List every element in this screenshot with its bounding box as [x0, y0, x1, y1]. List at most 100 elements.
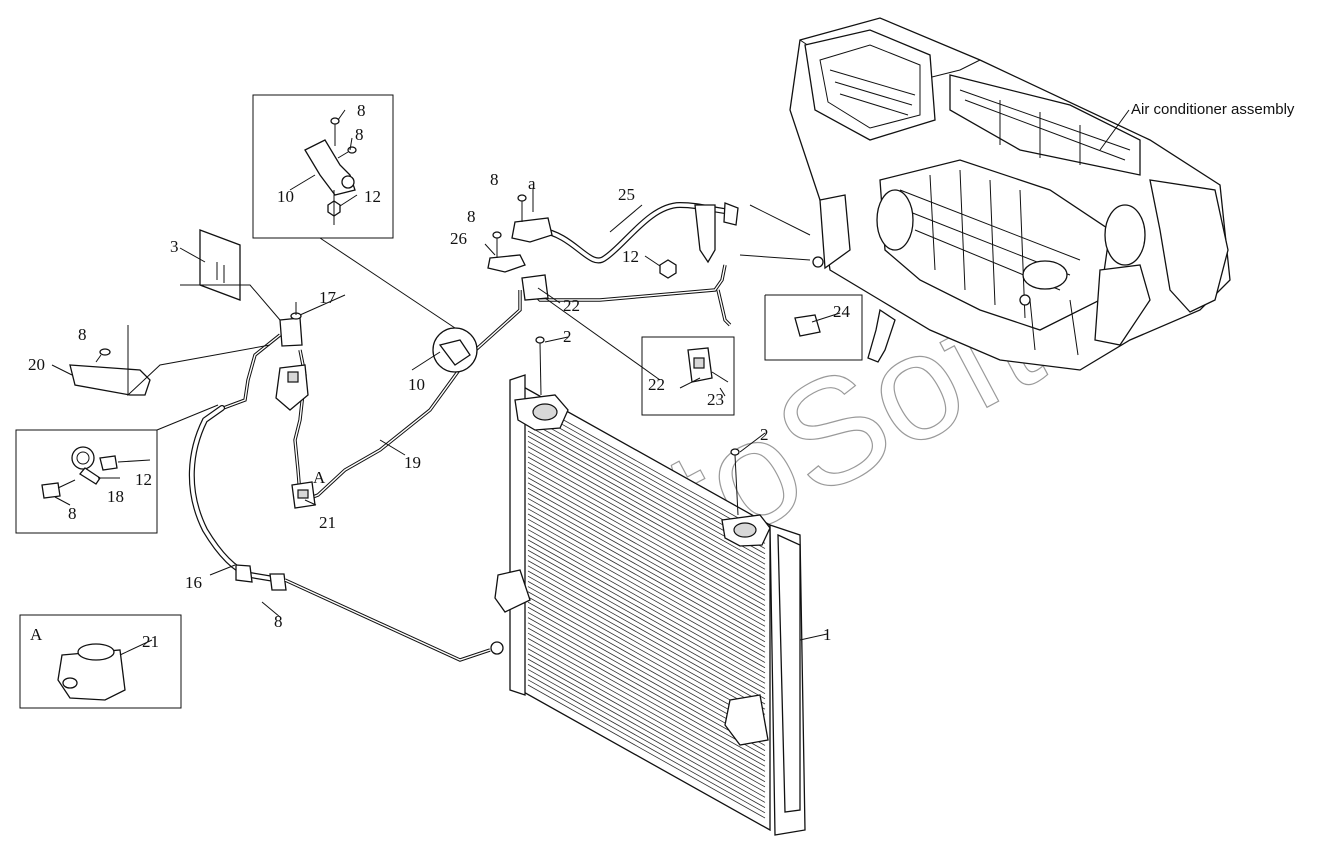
- callout-8-top1: 8: [357, 101, 366, 120]
- callout-8-top2: 8: [355, 125, 364, 144]
- callout-12-top: 12: [364, 187, 381, 206]
- callout-1: 1: [823, 625, 832, 644]
- condenser-fin-line: [527, 487, 766, 622]
- condenser-fin-line: [527, 591, 766, 726]
- condenser-fin-line: [527, 669, 766, 803]
- condenser-fin-line: [527, 560, 766, 694]
- marker-a: a: [528, 174, 536, 193]
- clip-22: [521, 274, 549, 301]
- condenser-fin-line: [527, 498, 766, 632]
- condenser-fin-line: [527, 643, 766, 777]
- callout-12-mid: 12: [622, 247, 639, 266]
- condenser-fin-line: [527, 570, 766, 705]
- callout-12-inset: 12: [135, 470, 152, 489]
- bolt-8-inset-right: [337, 146, 357, 159]
- callout-21-inset: 21: [142, 632, 159, 651]
- discharge-hose-16: [188, 405, 283, 583]
- pad-3: [199, 229, 241, 301]
- callout-22-a: 22: [563, 296, 580, 315]
- callout-8-left: 8: [78, 325, 87, 344]
- callout-8-b: 8: [467, 207, 476, 226]
- marker-A: A: [313, 468, 326, 487]
- liquid-pipe-upper: [523, 264, 727, 302]
- bolt-8-a: [517, 194, 527, 222]
- condenser-fin-line: [527, 549, 766, 684]
- condenser-fin-line: [527, 648, 766, 783]
- inset-clip-A-detail: [19, 614, 182, 709]
- bolt-8-b: [492, 231, 502, 258]
- bracket-26: [487, 254, 526, 273]
- callout-25: 25: [618, 185, 635, 204]
- condenser-fin-line: [527, 461, 766, 596]
- condenser-fin-line: [527, 430, 766, 565]
- assembly-label: Air conditioner assembly: [1131, 101, 1295, 118]
- callout-8-inset: 8: [68, 504, 77, 523]
- condenser-fin-line: [527, 529, 766, 663]
- condenser-fin-line: [527, 581, 766, 715]
- callout-21: 21: [319, 513, 336, 532]
- condenser-fin-line: [527, 575, 766, 710]
- inset-clip-22-detail: [641, 336, 735, 416]
- condenser-fin-line: [527, 596, 766, 731]
- inset-leader-left: [156, 404, 219, 431]
- assembly-leader: [1099, 109, 1130, 151]
- callout-26: 26: [450, 229, 467, 248]
- condenser-fin-line: [527, 441, 766, 575]
- drain-hose: [867, 308, 896, 363]
- condenser-fin-line: [527, 456, 766, 591]
- leader-lines: [51, 109, 841, 656]
- callout-23: 23: [707, 390, 724, 409]
- condenser-fin-line: [527, 467, 766, 601]
- callout-18: 18: [107, 487, 124, 506]
- bolt-8-inset-top: [330, 117, 340, 146]
- nut-12-mid: [659, 259, 677, 279]
- callout-16: 16: [185, 573, 202, 592]
- condenser-fin-line: [527, 627, 766, 762]
- condenser-fin-line: [527, 513, 766, 648]
- condenser-fin-line: [527, 606, 766, 741]
- connector-25: [694, 204, 716, 264]
- condenser-fin-line: [527, 508, 766, 643]
- callout-20: 20: [28, 355, 45, 374]
- callout-24: 24: [833, 302, 851, 321]
- pressure-switch-17: [275, 302, 309, 411]
- marker-A-inset: A: [30, 625, 43, 644]
- condenser-fin-line: [527, 404, 766, 539]
- condenser-fin-line: [527, 492, 766, 627]
- callout-8-bottom: 8: [274, 612, 283, 631]
- condenser-fin-line: [527, 399, 766, 534]
- condenser-fin-line: [527, 679, 766, 814]
- callout-19: 19: [404, 453, 421, 472]
- bracket-a: [511, 217, 553, 243]
- condenser-fin-line: [527, 632, 766, 767]
- condenser-fin-line: [527, 477, 766, 612]
- condenser-fin-line: [527, 472, 766, 606]
- condenser-fin-line: [527, 565, 766, 700]
- condenser-fin-line: [527, 524, 766, 658]
- condenser-fin-line: [527, 482, 766, 617]
- condenser-fin-line: [527, 534, 766, 669]
- condenser-fin-line: [527, 674, 766, 808]
- bolt-8-left: [95, 348, 111, 363]
- condenser-fin-line: [527, 446, 766, 580]
- inset-leader-top: [319, 237, 456, 329]
- condenser: [490, 374, 806, 836]
- condenser-fin-line: [527, 518, 766, 653]
- condenser-fin-line: [527, 658, 766, 793]
- condenser-fin-line: [527, 663, 766, 798]
- air-conditioner-assembly: [789, 17, 1231, 371]
- condenser-fin-line: [527, 622, 766, 757]
- condenser-fin-line: [527, 617, 766, 751]
- condenser-fin-line: [527, 601, 766, 736]
- condenser-fin-line: [527, 435, 766, 570]
- inset-bolt-detail: [15, 429, 158, 534]
- condenser-fin-line: [527, 653, 766, 788]
- condenser-fin-line: [527, 451, 766, 586]
- callout-2-right: 2: [760, 425, 769, 444]
- callout-8-a: 8: [490, 170, 499, 189]
- condenser-fin-line: [527, 544, 766, 679]
- pressure-pipe: [217, 333, 307, 496]
- callout-2-upper: 2: [563, 327, 572, 346]
- bolt-2-upper: [535, 336, 545, 396]
- callout-10-mid: 10: [408, 375, 425, 394]
